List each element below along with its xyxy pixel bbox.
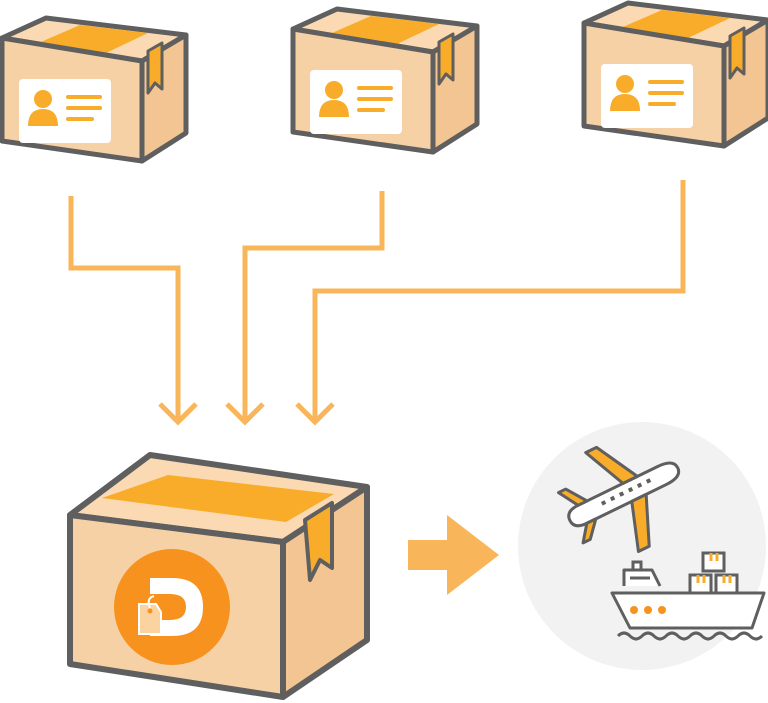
arrow-line-1 xyxy=(68,196,181,420)
airplane-icon xyxy=(557,445,681,554)
connector-arrows xyxy=(68,180,686,426)
person-id-card-icon xyxy=(584,3,768,146)
parcel-2 xyxy=(293,9,477,152)
cargo-ship-icon xyxy=(610,551,766,641)
person-id-card-icon xyxy=(2,18,186,161)
parcel-1 xyxy=(2,18,186,161)
arrow-line-2 xyxy=(242,191,385,420)
arrow-head-3 xyxy=(295,402,335,426)
arrow-head-2 xyxy=(225,402,265,426)
parcel-3 xyxy=(584,3,768,146)
d-tag-logo-icon xyxy=(114,549,230,665)
consolidated-box xyxy=(67,452,370,700)
ship-out-arrow xyxy=(408,515,499,595)
person-id-card-icon xyxy=(293,9,477,152)
arrow-line-3 xyxy=(312,180,686,420)
arrow-head-1 xyxy=(158,402,198,426)
